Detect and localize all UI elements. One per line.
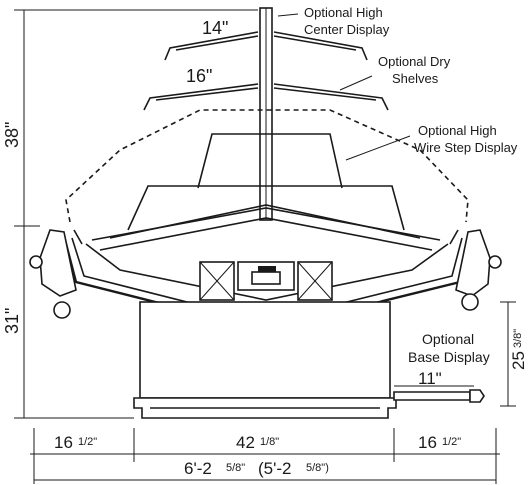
base-display: [133, 301, 485, 419]
svg-text:1/2": 1/2": [442, 436, 461, 448]
dim-height-lower: 31": [2, 308, 22, 334]
dim-base-depth: 11": [418, 369, 442, 388]
label-wire-step-l1: Optional High: [418, 123, 497, 138]
dry-shelf-lower: [143, 83, 389, 111]
label-high-center-l1: Optional High: [304, 5, 383, 20]
svg-text:6'-2: 6'-2: [184, 459, 212, 478]
dimension-lines: [14, 9, 516, 484]
svg-text:1/8": 1/8": [260, 436, 279, 448]
label-dry-shelves-l1: Optional Dry: [378, 54, 451, 69]
svg-text:16: 16: [54, 433, 73, 452]
svg-text:1/2": 1/2": [78, 436, 97, 448]
svg-text:5/8": 5/8": [226, 462, 245, 474]
label-wire-step-l2: Wire Step Display: [414, 140, 518, 155]
case-body: [29, 207, 502, 332]
svg-text:5/8"): 5/8"): [306, 462, 329, 474]
dim-base-height: 25 3/8": [509, 329, 528, 370]
dim-shelf-upper: 14": [202, 18, 228, 38]
label-base-display-l1: Optional: [422, 331, 474, 347]
label-high-center-l2: Center Display: [304, 22, 390, 37]
svg-text:25: 25: [509, 351, 528, 370]
dim-side-right: 16 1/2": [418, 433, 461, 452]
well-fixtures: [199, 261, 333, 301]
svg-text:3/8": 3/8": [512, 329, 524, 348]
dim-total-width: 6'-2 5/8" (5'-2 5/8"): [184, 459, 329, 478]
dim-side-left: 16 1/2": [54, 433, 97, 452]
label-base-display-l2: Base Display: [408, 349, 490, 365]
svg-text:(5'-2: (5'-2: [258, 459, 291, 478]
dim-center: 42 1/8": [236, 433, 279, 452]
callout-leaders: [277, 13, 411, 161]
high-center-display: [259, 7, 273, 221]
label-dry-shelves-l2: Shelves: [392, 71, 439, 86]
svg-text:16: 16: [418, 433, 437, 452]
dim-shelf-lower: 16": [186, 66, 212, 86]
dim-height-upper: 38": [2, 122, 22, 148]
dry-shelf-upper: [164, 31, 368, 61]
svg-text:42: 42: [236, 433, 255, 452]
